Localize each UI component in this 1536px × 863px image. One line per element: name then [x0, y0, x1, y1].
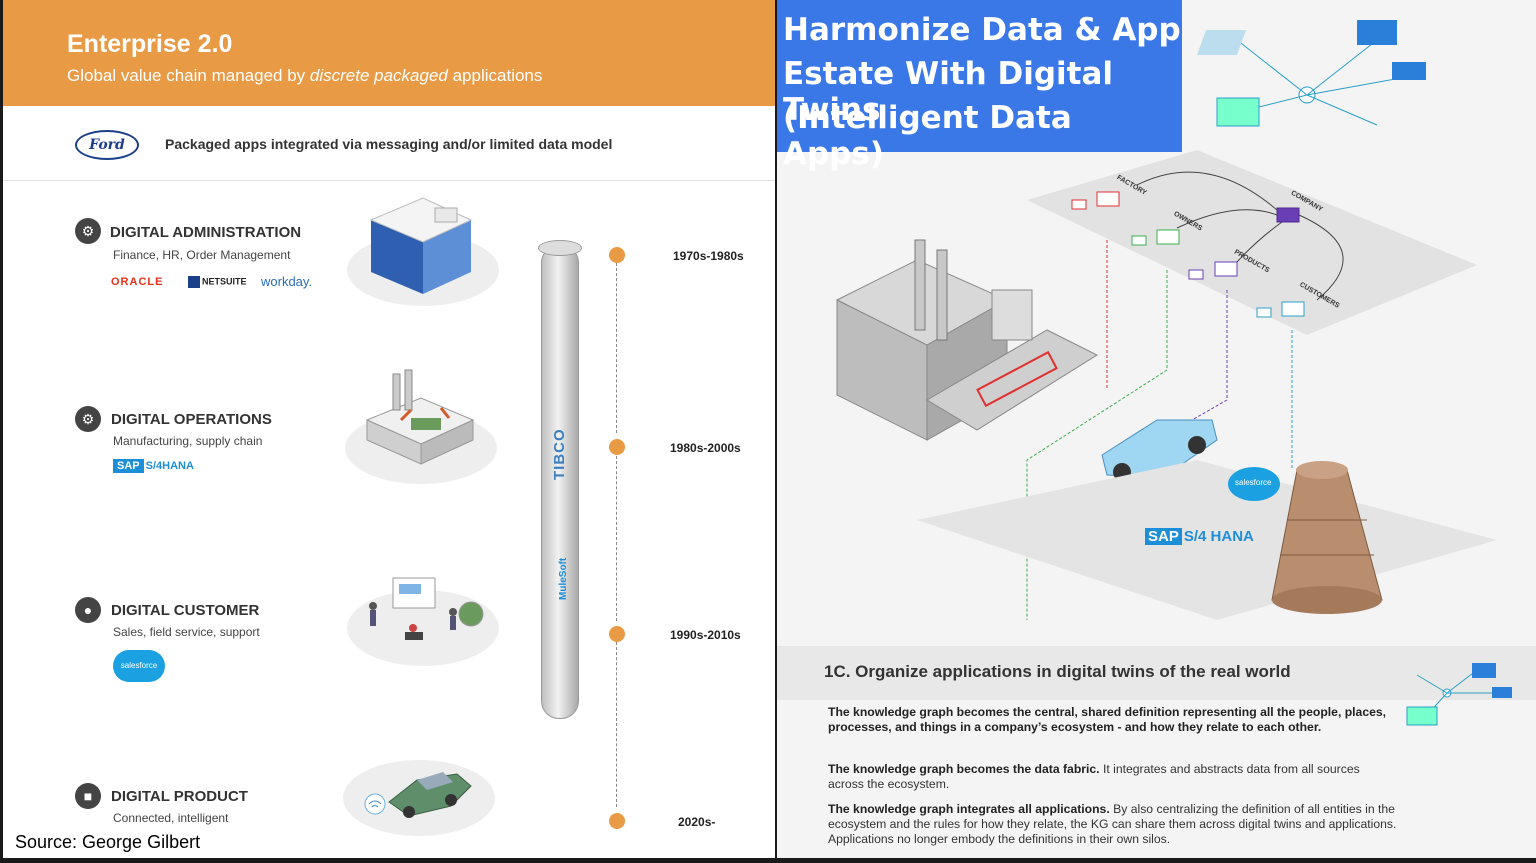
- digital-twin-illustration: [835, 20, 1497, 620]
- era-label-3: 1990s-2010s: [670, 628, 741, 642]
- ford-logo: Ford: [75, 130, 139, 160]
- paragraph-3: The knowledge graph integrates all appli…: [828, 802, 1397, 846]
- factory-illustration: [345, 369, 497, 484]
- caption-title: 1C. Organize applications in digital twi…: [824, 662, 1291, 681]
- oracle-logo: ORACLE: [111, 276, 164, 288]
- factory-building: [835, 239, 1099, 441]
- timeline-dot-4: [609, 813, 625, 829]
- caption-band: [777, 646, 1536, 700]
- phone-icon: ■: [75, 783, 101, 809]
- timeline-dot-1: [609, 247, 625, 263]
- ford-description: Packaged apps integrated via messaging a…: [165, 136, 613, 152]
- era-label-4: 2020s-: [678, 815, 716, 829]
- paragraph-2: The knowledge graph becomes the data fab…: [828, 762, 1360, 791]
- timeline-dot-3: [609, 626, 625, 642]
- ford-row: Ford Packaged apps integrated via messag…: [3, 106, 775, 181]
- person-icon: ●: [75, 597, 101, 623]
- title-line-2: Estate With Digital Twins: [783, 56, 1114, 128]
- salesforce-logo-right: salesforce: [1235, 478, 1272, 487]
- left-panel: Enterprise 2.0 Global value chain manage…: [3, 0, 775, 858]
- org-chart-icon: ⚙: [75, 218, 101, 244]
- timeline-connector-1: [616, 263, 617, 433]
- gear-icon: ⚙: [75, 406, 101, 432]
- middleware-pipe-top: [538, 240, 582, 256]
- section-title-customer: DIGITAL CUSTOMER: [111, 602, 260, 619]
- section-sub-product: Connected, intelligent: [113, 811, 229, 825]
- section-sub-administration: Finance, HR, Order Management: [113, 248, 291, 262]
- timeline-connector-3: [616, 642, 617, 807]
- netsuite-logo: NETSUITE: [188, 276, 247, 288]
- era-label-1: 1970s-1980s: [673, 249, 744, 263]
- title-line-1: Harmonize Data & App: [783, 12, 1181, 48]
- middleware-pipe: [541, 245, 579, 719]
- mini-network-illustration: [1406, 663, 1512, 726]
- mulesoft-logo: MuleSoft: [558, 557, 569, 600]
- connected-car-illustration: [343, 760, 495, 836]
- timeline-connector-2: [616, 456, 617, 621]
- header-title: Enterprise 2.0: [67, 30, 233, 58]
- enterprise-header: Enterprise 2.0 Global value chain manage…: [3, 0, 775, 106]
- timeline-dot-2: [609, 439, 625, 455]
- title-box: Harmonize Data & App Estate With Digital…: [777, 0, 1182, 172]
- section-title-product: DIGITAL PRODUCT: [111, 788, 248, 805]
- paragraph-1: The knowledge graph becomes the central,…: [828, 705, 1387, 734]
- office-building-illustration: [347, 197, 499, 306]
- ecosystem-network: [1196, 20, 1426, 127]
- tibco-logo: TIBCO: [551, 428, 568, 480]
- salesforce-logo: salesforce: [113, 650, 165, 682]
- knowledge-graph-nodes: [1071, 171, 1344, 318]
- section-sub-operations: Manufacturing, supply chain: [113, 434, 263, 448]
- title-line-3: (Intelligent Data Apps): [783, 100, 1072, 172]
- header-subtitle: Global value chain managed by discrete p…: [67, 66, 543, 85]
- right-panel: FACTORY COMPANY OWNERS PRODUCTS CUSTOMER…: [777, 0, 1536, 858]
- source-credit: Source: George Gilbert: [15, 832, 201, 852]
- era-label-2: 1980s-2000s: [670, 441, 741, 455]
- section-sub-customer: Sales, field service, support: [113, 625, 260, 639]
- customer-service-illustration: [347, 577, 499, 666]
- workday-logo: workday.: [261, 274, 313, 289]
- tower-of-babel: [1271, 461, 1383, 614]
- section-title-administration: DIGITAL ADMINISTRATION: [110, 224, 302, 241]
- section-title-operations: DIGITAL OPERATIONS: [111, 411, 272, 428]
